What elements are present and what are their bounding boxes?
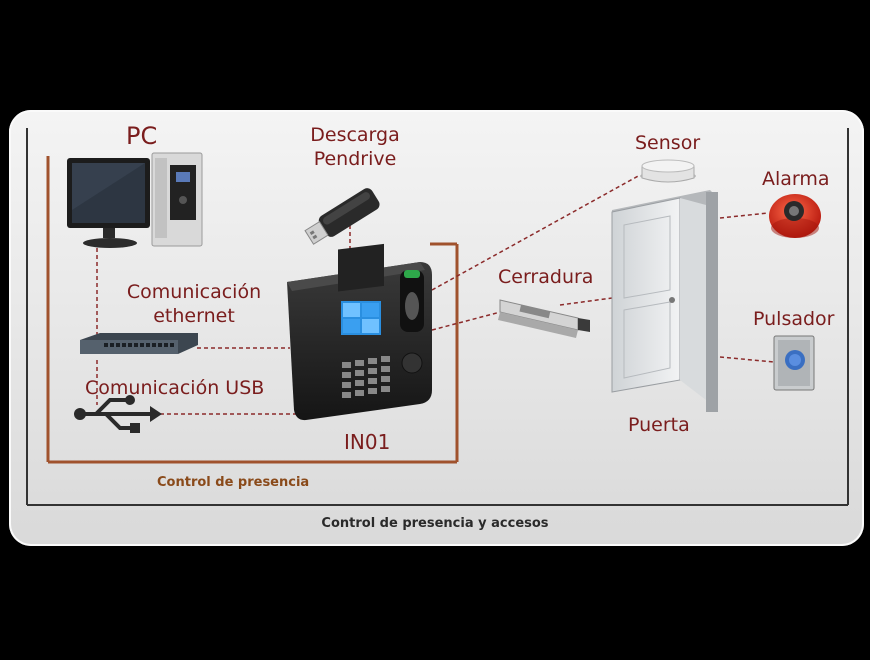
motion-sensor-icon [640,159,696,183]
presence-control-label: Control de presencia [157,475,310,490]
alarm-bell-icon [769,194,821,238]
presence-control-frame [46,156,459,464]
door-label: Puerta [628,414,690,436]
electric-lock-icon [498,299,590,338]
lock-label: Cerradura [498,266,594,288]
ethernet-label: Comunicación ethernet [122,281,266,329]
access-control-frame [26,128,849,506]
exit-push-button-icon [773,335,815,391]
pendrive-label: Descarga Pendrive [307,124,403,172]
ethernet-label-line1: Comunicación [126,281,262,303]
push-button-label: Pulsador [753,308,835,330]
pendrive-icon [304,188,380,245]
sensor-label: Sensor [635,132,701,154]
pc-computer-icon [67,152,203,248]
ethernet-label-line2: ethernet [153,304,235,327]
door-icon [611,190,718,412]
device-label: IN01 [344,430,391,454]
usb-label: Comunicación USB [85,377,265,399]
pc-label: PC [126,122,158,150]
pendrive-label-line2: Pendrive [313,147,397,170]
ethernet-switch-icon [80,333,198,354]
pendrive-label-line1: Descarga [310,124,400,146]
connection-lines [96,174,775,415]
in01-terminal-icon [287,243,432,421]
alarm-label: Alarma [762,168,830,190]
diagram-caption: Control de presencia y accesos [321,516,549,531]
usb-symbol-icon [74,395,162,433]
